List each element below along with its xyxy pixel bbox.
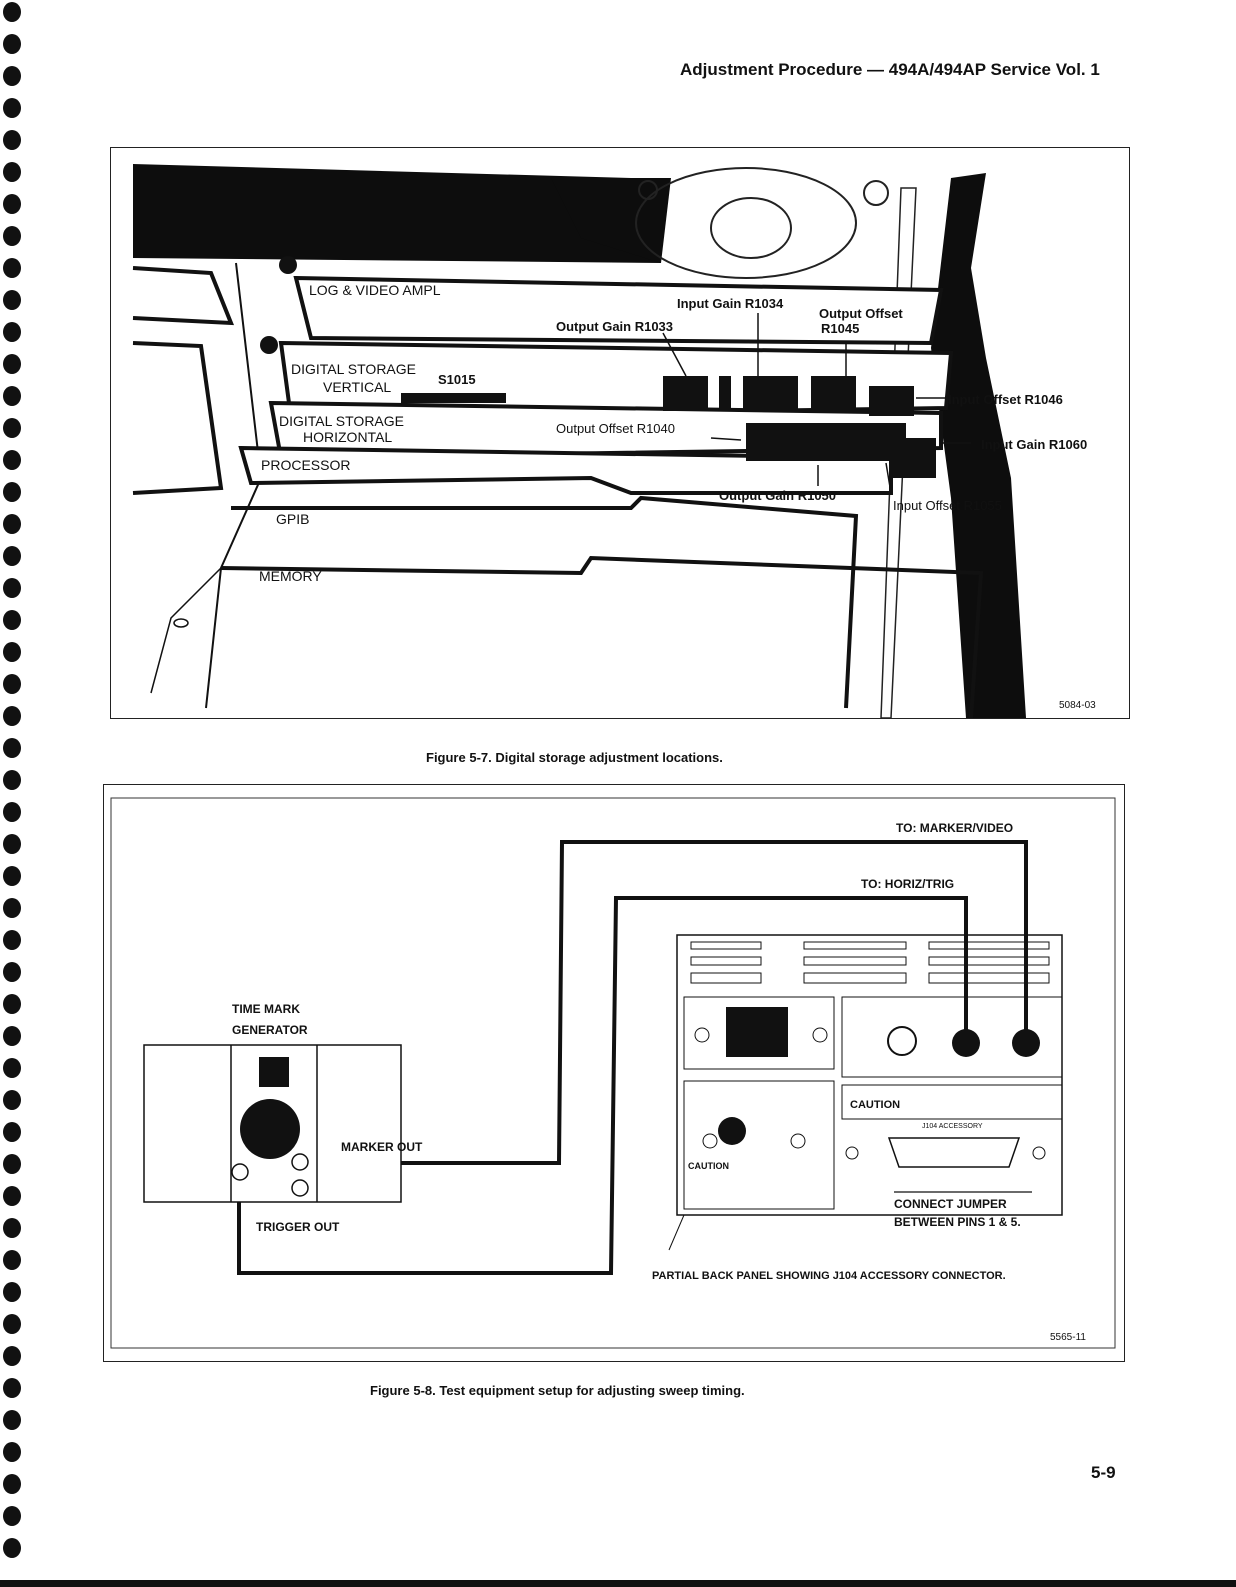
bottom-rule (0, 1580, 1236, 1587)
to-marker-video-label: TO: MARKER/VIDEO (896, 821, 1013, 835)
page-number: 5-9 (1091, 1463, 1116, 1482)
callout-output-gain-r1033: Output Gain R1033 (556, 319, 673, 334)
callout-output-offset: Output Offset (819, 306, 903, 321)
binder-hole (3, 1442, 21, 1462)
callout-s1015: S1015 (438, 372, 476, 387)
marker-out-label: MARKER OUT (341, 1140, 423, 1154)
binder-hole (3, 1250, 21, 1270)
callout-input-offset-r1046: Input Offset R1046 (948, 392, 1063, 407)
figure-code-2: 5565-11 (1050, 1332, 1086, 1343)
board-label-processor: PROCESSOR (261, 457, 350, 473)
figure-caption-5-7: Figure 5-7. Digital storage adjustment l… (426, 750, 723, 765)
j104-accessory-label: J104 ACCESSORY (922, 1123, 983, 1130)
board-label-gpib: GPIB (276, 511, 309, 527)
connect-jumper-label: CONNECT JUMPER (894, 1197, 1007, 1211)
binder-hole (3, 994, 21, 1014)
caution-small-label: CAUTION (688, 1161, 729, 1171)
binder-hole (3, 546, 21, 566)
binder-hole (3, 674, 21, 694)
binder-hole (3, 898, 21, 918)
binder-hole (3, 290, 21, 310)
binder-hole (3, 706, 21, 726)
binder-hole (3, 354, 21, 374)
binder-hole (3, 162, 21, 182)
binder-hole (3, 1282, 21, 1302)
callout-input-gain-r1034: Input Gain R1034 (677, 296, 784, 311)
binder-hole (3, 578, 21, 598)
generator-title-line1: TIME MARK (232, 1002, 300, 1016)
board-label-memory: MEMORY (259, 568, 322, 584)
binder-hole (3, 1026, 21, 1046)
binder-holes (0, 0, 24, 1587)
binder-hole (3, 866, 21, 886)
binder-hole (3, 1410, 21, 1430)
board-label-log-video: LOG & VIDEO AMPL (309, 282, 441, 298)
binder-hole (3, 1346, 21, 1366)
binder-hole (3, 34, 21, 54)
binder-hole (3, 1218, 21, 1238)
figure-code: 5084-03 (1059, 700, 1096, 711)
binder-hole (3, 66, 21, 86)
binder-hole (3, 1154, 21, 1174)
binder-hole (3, 258, 21, 278)
figure-caption-5-8: Figure 5-8. Test equipment setup for adj… (370, 1383, 745, 1398)
binder-hole (3, 802, 21, 822)
trigger-out-label: TRIGGER OUT (256, 1220, 340, 1234)
board-label-digital-storage-h: DIGITAL STORAGE (279, 413, 404, 429)
callout-r1045: R1045 (821, 321, 859, 336)
binder-hole (3, 930, 21, 950)
binder-hole (3, 642, 21, 662)
page-header: Adjustment Procedure — 494A/494AP Servic… (680, 60, 1100, 79)
board-label-vertical: VERTICAL (323, 379, 391, 395)
board-label-digital-storage-v: DIGITAL STORAGE (291, 361, 416, 377)
binder-hole (3, 1538, 21, 1558)
binder-hole (3, 1474, 21, 1494)
binder-hole (3, 770, 21, 790)
callout-output-offset-r1040: Output Offset R1040 (556, 421, 675, 436)
binder-hole (3, 1314, 21, 1334)
binder-hole (3, 1186, 21, 1206)
binder-hole (3, 322, 21, 342)
callout-output-gain-r1050: Output Gain R1050 (719, 488, 836, 503)
binder-hole (3, 226, 21, 246)
figure-digital-storage: LOG & VIDEO AMPL DIGITAL STORAGE VERTICA… (110, 147, 1130, 719)
to-horiz-trig-label: TO: HORIZ/TRIG (861, 877, 954, 891)
board-label-horizontal: HORIZONTAL (303, 429, 392, 445)
binder-hole (3, 98, 21, 118)
binder-hole (3, 834, 21, 854)
binder-hole (3, 962, 21, 982)
callout-input-offset-r1055: Input Offset R1055 (893, 498, 1002, 513)
binder-hole (3, 1506, 21, 1526)
binder-hole (3, 482, 21, 502)
binder-hole (3, 2, 21, 22)
binder-hole (3, 386, 21, 406)
binder-hole (3, 130, 21, 150)
figure-sweep-timing-setup: TIME MARK GENERATOR MARKER OUT TRIGGER O… (103, 784, 1125, 1362)
binder-hole (3, 514, 21, 534)
partial-back-panel-label: PARTIAL BACK PANEL SHOWING J104 ACCESSOR… (652, 1270, 1006, 1282)
binder-hole (3, 1058, 21, 1078)
binder-hole (3, 450, 21, 470)
callout-input-gain-r1060: Input Gain R1060 (981, 437, 1087, 452)
caution-label: CAUTION (850, 1099, 900, 1111)
binder-hole (3, 738, 21, 758)
binder-hole (3, 610, 21, 630)
binder-hole (3, 1122, 21, 1142)
binder-hole (3, 194, 21, 214)
binder-hole (3, 418, 21, 438)
binder-hole (3, 1090, 21, 1110)
binder-hole (3, 1378, 21, 1398)
between-pins-label: BETWEEN PINS 1 & 5. (894, 1215, 1021, 1229)
generator-title-line2: GENERATOR (232, 1023, 308, 1037)
